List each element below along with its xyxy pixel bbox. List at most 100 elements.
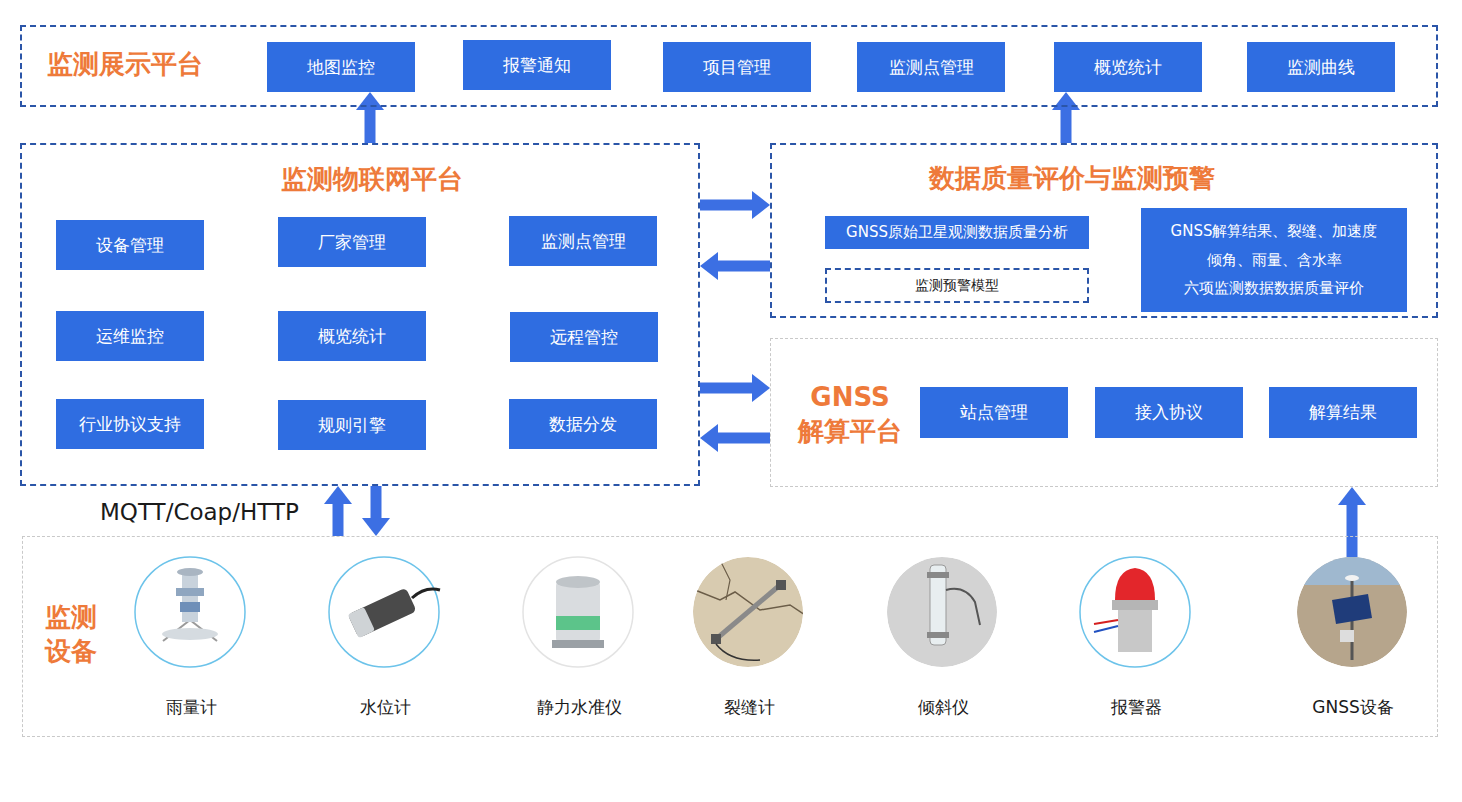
block-arrow — [324, 486, 352, 536]
box-label: 监测预警模型 — [915, 276, 999, 294]
arrow-head — [324, 486, 352, 504]
arrow-shaft — [1061, 109, 1072, 143]
box-label: 行业协议支持 — [79, 413, 181, 435]
gnss-device-icon — [1290, 550, 1420, 667]
arrow-head — [752, 374, 770, 402]
block-arrow — [362, 486, 390, 536]
module-box: 监测点管理 — [509, 216, 657, 266]
device-label: 雨量计 — [121, 697, 261, 717]
arrow-shaft — [365, 109, 376, 143]
module-box: 概览统计 — [278, 311, 426, 361]
module-box: 解算结果 — [1269, 387, 1417, 438]
region-title: 监测设备 — [45, 601, 101, 669]
arrow-shaft — [1347, 504, 1358, 557]
arrow-head — [700, 424, 718, 452]
illustration-part — [715, 585, 780, 640]
box-label: 报警通知 — [503, 54, 571, 76]
device-node: 水位计 — [315, 557, 455, 727]
module-box: 项目管理 — [663, 42, 811, 92]
static-level-icon — [523, 557, 633, 667]
illustration-part — [1332, 594, 1372, 624]
illustration-part — [927, 572, 949, 578]
illustration-part — [720, 560, 730, 600]
block-arrow — [700, 374, 770, 402]
module-box: 规则引擎 — [278, 400, 426, 450]
module-box: 行业协议支持 — [56, 399, 204, 449]
box-label: 项目管理 — [703, 56, 771, 78]
device-node: 裂缝计 — [679, 557, 819, 727]
module-box: 远程管控 — [510, 312, 658, 362]
illustration-part — [716, 644, 760, 660]
illustration-part — [1118, 610, 1152, 652]
alarm-icon — [1080, 557, 1190, 667]
arrow-head — [752, 191, 770, 219]
box-label: 监测曲线 — [1287, 56, 1355, 78]
arrow-shaft — [717, 261, 770, 272]
illustration-part — [135, 557, 245, 667]
illustration-part — [1115, 568, 1155, 600]
device-node: 雨量计 — [121, 557, 261, 727]
illustration-part — [711, 634, 721, 644]
arrow-shaft — [717, 433, 770, 444]
box-label: 站点管理 — [960, 401, 1028, 423]
device-node: 倾斜仪 — [873, 557, 1013, 727]
region-title: 数据质量评价与监测预警 — [892, 162, 1252, 196]
arrow-head — [700, 252, 718, 280]
platform-region: 数据质量评价与监测预警 GNSS原始卫星观测数据质量分析 GNSS解算结果、裂缝、加… — [770, 143, 1438, 318]
module-box: 概览统计 — [1054, 42, 1202, 92]
module-box: 数据分发 — [509, 399, 657, 449]
box-label: 解算结果 — [1309, 401, 1377, 423]
illustration-part — [946, 589, 980, 625]
platform-region: 监测物联网平台设备管理厂家管理监测点管理运维监控概览统计远程管控行业协议支持规则… — [20, 143, 700, 486]
device-region: 监测设备雨量计 水位计 静力水准仪 裂缝计倾斜仪 报警器 GNSS设备 — [22, 536, 1438, 737]
block-arrow — [356, 92, 384, 143]
box-label: 接入协议 — [1135, 401, 1203, 423]
device-label: 报警器 — [1066, 697, 1206, 717]
illustration-part — [176, 588, 204, 596]
block-arrow — [1052, 92, 1080, 143]
illustration-part — [329, 557, 439, 667]
module-box: GNSS原始卫星观测数据质量分析 — [825, 216, 1089, 249]
illustration-part — [552, 640, 604, 648]
arrow-head — [362, 518, 390, 536]
platform-region: GNSS 解算平台站点管理接入协议解算结果 — [770, 338, 1438, 487]
module-box: 接入协议 — [1095, 387, 1243, 438]
platform-region: 监测展示平台地图监控 报警通知 项目管理 监测点管理 概览统计 监测曲线 — [20, 25, 1438, 107]
device-label: 水位计 — [315, 697, 455, 717]
arrow-shaft — [700, 383, 753, 394]
box-label: 远程管控 — [550, 326, 618, 348]
module-box: GNSS解算结果、裂缝、加速度 倾角、雨量、含水率 六项监测数据数据质量评价 — [1141, 208, 1407, 312]
device-node: 报警器 — [1066, 557, 1206, 727]
box-label: 运维监控 — [96, 325, 164, 347]
protocol-label: MQTT/Coap/HTTP — [98, 498, 301, 526]
device-label: 倾斜仪 — [873, 697, 1013, 717]
box-label: GNSS解算结果、裂缝、加速度 倾角、雨量、含水率 六项监测数据数据质量评价 — [1163, 217, 1385, 303]
block-arrow — [1338, 487, 1366, 557]
box-label: 概览统计 — [318, 325, 386, 347]
device-node: GNSS设备 — [1283, 557, 1423, 727]
device-node: 静力水准仪 — [509, 557, 649, 727]
illustration-part — [1094, 626, 1118, 632]
module-box: 地图监控 — [267, 42, 415, 92]
box-label: 监测点管理 — [541, 230, 626, 252]
arrow-head — [1052, 92, 1080, 110]
rain-gauge-icon — [135, 557, 245, 667]
module-box: 站点管理 — [920, 387, 1068, 438]
module-box: 监测曲线 — [1247, 42, 1395, 92]
illustration-part — [556, 582, 600, 642]
illustration-part — [556, 576, 600, 588]
illustration-part — [1112, 600, 1158, 610]
illustration-part — [523, 557, 633, 667]
region-title: 监测展示平台 — [47, 48, 247, 82]
illustration-part — [927, 632, 949, 638]
illustration-part — [348, 588, 417, 639]
box-label: GNSS原始卫星观测数据质量分析 — [846, 223, 1068, 243]
arrow-shaft — [371, 486, 382, 519]
box-label: 监测点管理 — [889, 56, 974, 78]
device-label: 静力水准仪 — [509, 697, 649, 717]
block-arrow — [700, 191, 770, 219]
illustration-part — [1345, 575, 1359, 581]
dashed-model-box: 监测预警模型 — [825, 268, 1089, 303]
illustration-part — [1080, 557, 1190, 667]
